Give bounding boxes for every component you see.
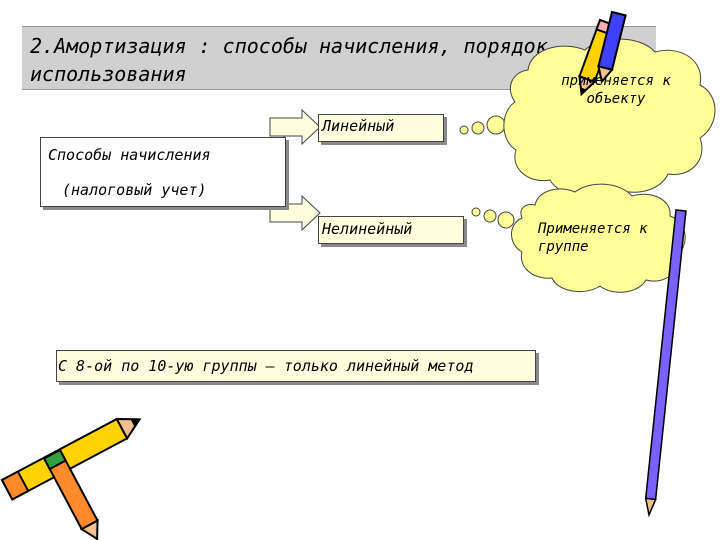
linear-box	[318, 114, 444, 142]
arrow-linear	[269, 108, 321, 146]
cloud-group-text: Применяется к группе	[538, 221, 648, 255]
cloud-object-text: применяется к объекту	[561, 73, 671, 107]
note-box	[56, 350, 536, 382]
nonlinear-box	[318, 216, 464, 244]
cloud-object	[503, 38, 716, 196]
thought-bubbles-group	[471, 207, 515, 229]
note-text: С 8-ой по 10-ую группы – только линейный…	[58, 357, 474, 375]
thought-bubbles-object	[459, 115, 506, 135]
pencil-icon	[644, 209, 687, 518]
slide-title: 2.Амортизация : способы начисления, поря…	[30, 34, 548, 86]
pencil-icon	[42, 448, 99, 540]
methods-box	[40, 137, 286, 207]
methods-sublabel: (налоговый учет)	[62, 181, 207, 199]
cloud-group	[511, 183, 686, 293]
nonlinear-label: Нелинейный	[322, 220, 413, 238]
linear-label: Линейный	[322, 117, 395, 135]
methods-label: Способы начисления	[48, 146, 211, 164]
pencil-icon	[597, 10, 627, 84]
